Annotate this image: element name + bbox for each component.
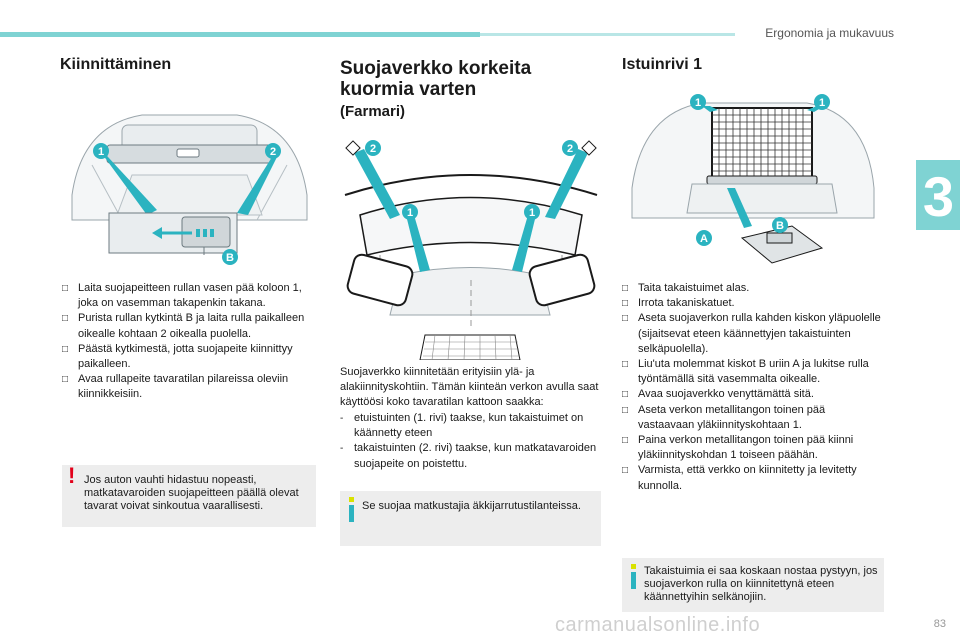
checkbox-bullet-icon: □: [62, 283, 69, 294]
page-number: 83: [933, 618, 946, 630]
svg-text:2: 2: [567, 143, 573, 155]
callout-1: 1: [93, 143, 109, 159]
checkbox-bullet-icon: □: [622, 404, 629, 416]
info-icon: [628, 564, 640, 594]
callout-b: B: [772, 217, 788, 233]
list-item: □Laita suojapeitteen rullan vasen pää ko…: [62, 282, 302, 310]
list-item: □Taita takaistuimet alas.: [622, 281, 884, 296]
callout-a: A: [696, 230, 712, 246]
list-item: -takaistuinten (2. rivi) taakse, kun mat…: [340, 442, 597, 470]
checkbox-bullet-icon: □: [622, 298, 629, 310]
svg-text:2: 2: [270, 146, 276, 158]
svg-text:1: 1: [98, 146, 104, 158]
col2-subtitle: (Farmari): [340, 103, 406, 120]
list-item: □Paina verkon metallitangon toinen pää k…: [622, 434, 854, 462]
list-item: □Aseta suojaverkon rulla kahden kiskon y…: [622, 312, 881, 355]
net-mounting-illustration: 1 1 A B: [622, 88, 884, 273]
safety-net-illustration: 2 2 1 1: [340, 135, 602, 360]
callout-1-right: 1: [814, 94, 830, 110]
svg-text:1: 1: [695, 97, 701, 109]
header-accent-bar: [0, 32, 480, 37]
svg-text:A: A: [700, 233, 708, 245]
dash-bullet: -: [340, 413, 344, 424]
warning-box: ! Jos auton vauhti hidastuu nopeasti, ma…: [62, 465, 316, 527]
chapter-tab: [916, 160, 960, 230]
checkbox-bullet-icon: □: [622, 389, 629, 401]
list-item: □Päästä kytkimestä, jotta suojapeite kii…: [62, 342, 293, 371]
info-box: Se suojaa matkustajia äkkijarrutustilant…: [340, 491, 601, 546]
checkbox-bullet-icon: □: [62, 374, 69, 386]
checkbox-bullet-icon: □: [62, 343, 69, 355]
checkbox-bullet-icon: □: [622, 435, 629, 447]
col1-title: Kiinnittäminen: [60, 56, 172, 73]
svg-text:B: B: [226, 252, 234, 264]
callout-1-right: 1: [524, 204, 540, 220]
list-item: □Avaa rullapeite tavaratilan pilareissa …: [62, 373, 289, 401]
list-item: □Aseta verkon metallitangon toinen pää v…: [622, 403, 826, 431]
callout-1-left: 1: [402, 204, 418, 220]
callout-b: B: [222, 249, 238, 265]
list-item: □Varmista, että verkko on kiinnitetty ja…: [622, 464, 857, 492]
watermark: carmanualsonline.info: [555, 614, 761, 636]
checkbox-bullet-icon: □: [62, 313, 69, 325]
checkbox-bullet-icon: □: [622, 465, 629, 477]
svg-text:1: 1: [407, 207, 413, 219]
checkbox-bullet-icon: □: [622, 283, 629, 294]
checkbox-bullet-icon: □: [622, 313, 629, 325]
exclamation-icon: !: [68, 463, 76, 488]
svg-text:2: 2: [370, 143, 376, 155]
info-text: Takaistuimia ei saa koskaan nostaa pysty…: [644, 565, 878, 603]
callout-2-left: 2: [365, 140, 381, 156]
svg-text:B: B: [776, 220, 784, 232]
callout-2-right: 2: [562, 140, 578, 156]
col2-items: -etuistuinten (1. rivi) taakse, kun taka…: [340, 411, 602, 472]
callout-1-left: 1: [690, 94, 706, 110]
col2-intro: Suojaverkko kiinnitetään erityisiin ylä-…: [340, 366, 599, 409]
svg-text:1: 1: [529, 207, 535, 219]
info-icon: [346, 497, 358, 527]
col1-steps: □Laita suojapeitteen rullan vasen pää ko…: [62, 281, 317, 403]
info-box-2: Takaistuimia ei saa koskaan nostaa pysty…: [622, 558, 884, 612]
list-item: □Irrota takaniskatuet.: [622, 296, 884, 311]
list-item: □Purista rullan kytkintä B ja laita rull…: [62, 312, 305, 340]
col3-steps: □Taita takaistuimet alas. □Irrota takani…: [622, 281, 884, 494]
info-text: Se suojaa matkustajia äkkijarrutustilant…: [362, 500, 581, 512]
cargo-cover-illustration: 1 2 B: [62, 105, 317, 270]
header-accent-bar-light: [480, 33, 735, 36]
list-item: □Liu'uta molemmat kiskot B uriin A ja lu…: [622, 358, 869, 386]
col2-title: Suojaverkko korkeita kuormia varten: [340, 58, 532, 100]
section-title: Ergonomia ja mukavuus: [765, 26, 894, 40]
list-item: □Avaa suojaverkko venyttämättä sitä.: [622, 387, 884, 402]
col3-title: Istuinrivi 1: [622, 56, 703, 73]
list-item: -etuistuinten (1. rivi) taakse, kun taka…: [340, 412, 584, 440]
checkbox-bullet-icon: □: [622, 359, 629, 371]
chapter-number: 3: [922, 165, 954, 228]
callout-2: 2: [265, 143, 281, 159]
warning-text: Jos auton vauhti hidastuu nopeasti, matk…: [84, 474, 299, 512]
dash-bullet: -: [340, 443, 344, 455]
svg-text:1: 1: [819, 97, 825, 109]
